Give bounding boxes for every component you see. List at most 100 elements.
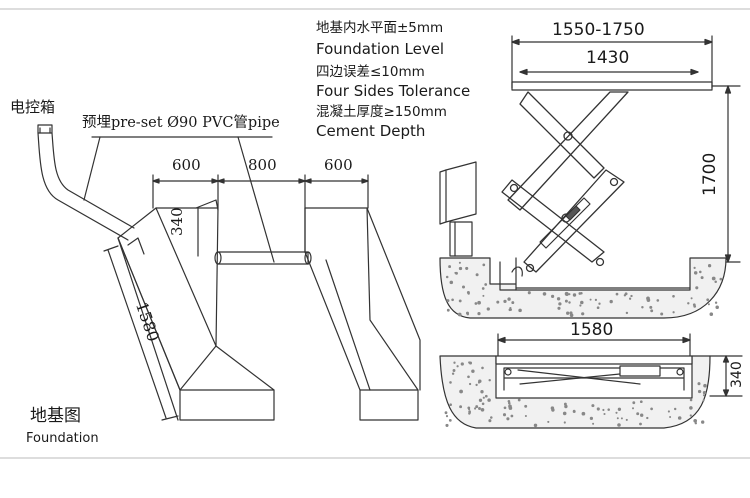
concrete-speckle xyxy=(569,313,574,318)
cement-depth-en: Cement Depth xyxy=(316,122,426,140)
concrete-speckle xyxy=(581,312,585,316)
concrete-speckle xyxy=(551,408,555,412)
concrete-speckle xyxy=(566,311,570,315)
concrete-speckle xyxy=(714,301,718,304)
hydraulic-cylinder xyxy=(539,197,591,249)
concrete-speckle xyxy=(596,407,600,411)
concrete-speckle xyxy=(562,411,567,416)
concrete-speckle xyxy=(630,294,633,298)
concrete-speckle xyxy=(508,308,512,312)
four-sides-tolerance-cn: 四边误差≤10mm xyxy=(316,64,425,80)
concrete-speckle xyxy=(508,401,511,405)
concrete-speckle xyxy=(475,405,479,409)
concrete-speckle xyxy=(677,416,682,420)
width-right-label: 600 xyxy=(324,156,353,174)
concrete-speckle xyxy=(702,399,705,402)
concrete-speckle xyxy=(572,410,576,413)
pit-concrete xyxy=(439,355,711,429)
concrete-speckle xyxy=(669,415,672,419)
concrete-speckle xyxy=(695,286,699,290)
concrete-speckle xyxy=(445,423,449,427)
concrete-speckle xyxy=(693,266,696,270)
concrete-speckle xyxy=(547,420,550,423)
lift-platform xyxy=(511,81,713,91)
concrete-speckle xyxy=(650,309,654,313)
left-trench xyxy=(117,199,275,421)
concrete-speckle xyxy=(453,361,456,364)
foundation-title-cn: 地基图 xyxy=(30,406,81,426)
concrete-speckle xyxy=(503,406,507,410)
concrete-speckle xyxy=(690,297,693,300)
concrete-speckle xyxy=(568,301,571,304)
four-sides-tolerance-en: Four Sides Tolerance xyxy=(316,82,471,100)
concrete-speckle xyxy=(707,303,710,306)
concrete-speckle xyxy=(503,299,507,304)
concrete-speckle xyxy=(510,414,514,418)
concrete-speckle xyxy=(460,362,464,366)
concrete-speckle xyxy=(451,372,455,375)
concrete-speckle xyxy=(616,417,619,420)
connecting-pipe xyxy=(214,251,312,265)
concrete-speckle xyxy=(488,378,491,382)
concrete-speckle xyxy=(602,408,605,412)
concrete-speckle xyxy=(687,302,690,305)
width-left-label: 600 xyxy=(172,156,201,174)
concrete-speckle xyxy=(444,411,448,415)
concrete-speckle xyxy=(578,292,582,295)
concrete-speckle xyxy=(446,308,450,312)
lift-drawing xyxy=(439,35,741,319)
concrete-speckle xyxy=(475,383,478,387)
concrete-speckle xyxy=(639,400,643,404)
pipe-leader-right xyxy=(237,136,275,263)
foundation-width-dimensions xyxy=(152,174,369,209)
concrete-speckle xyxy=(480,390,484,394)
concrete-speckle xyxy=(697,382,701,386)
concrete-speckle xyxy=(502,413,507,417)
concrete-speckle xyxy=(689,414,692,417)
concrete-speckle xyxy=(468,408,471,411)
concrete-speckle xyxy=(564,404,568,409)
concrete-speckle xyxy=(589,416,594,421)
platform-width-dimension xyxy=(519,68,699,76)
concrete-speckle xyxy=(481,287,485,290)
concrete-speckle xyxy=(636,412,640,416)
concrete-speckle xyxy=(706,298,710,302)
concrete-speckle xyxy=(467,292,470,295)
pit-drawing xyxy=(439,333,743,429)
control-box-cable xyxy=(37,124,135,241)
concrete-speckle xyxy=(457,312,462,317)
concrete-texture xyxy=(444,261,723,428)
concrete-speckle xyxy=(511,301,515,305)
concrete-speckle xyxy=(542,292,547,296)
pipe-leader-left xyxy=(83,136,101,201)
concrete-speckle xyxy=(486,307,490,311)
scissor-arms xyxy=(501,91,629,273)
concrete-speckle xyxy=(649,305,653,309)
concrete-speckle xyxy=(699,270,702,274)
concrete-speckle xyxy=(667,410,670,413)
concrete-speckle xyxy=(624,292,628,296)
right-trench xyxy=(304,207,421,421)
concrete-speckle xyxy=(475,273,479,277)
concrete-speckle xyxy=(714,280,717,284)
pit-folded-lift xyxy=(495,355,693,391)
concrete-speckle xyxy=(607,408,610,411)
concrete-speckle xyxy=(596,306,600,310)
lift-height-label: 1700 xyxy=(700,152,720,196)
foundation-level-cn: 地基内水平面±5mm xyxy=(316,20,444,36)
concrete-speckle xyxy=(558,302,562,306)
concrete-speckle xyxy=(449,403,452,406)
pit-depth-dimension xyxy=(709,355,743,397)
concrete-speckle xyxy=(477,312,481,316)
concrete-speckle xyxy=(656,299,660,302)
concrete-speckle xyxy=(518,308,522,313)
concrete-speckle xyxy=(673,407,677,411)
concrete-speckle xyxy=(580,300,584,305)
concrete-speckle xyxy=(459,405,463,409)
concrete-speckle xyxy=(660,312,664,316)
concrete-speckle xyxy=(563,421,566,424)
foundation-level-en: Foundation Level xyxy=(316,40,445,58)
pit-length-label: 1580 xyxy=(570,320,614,340)
concrete-speckle xyxy=(474,407,477,410)
